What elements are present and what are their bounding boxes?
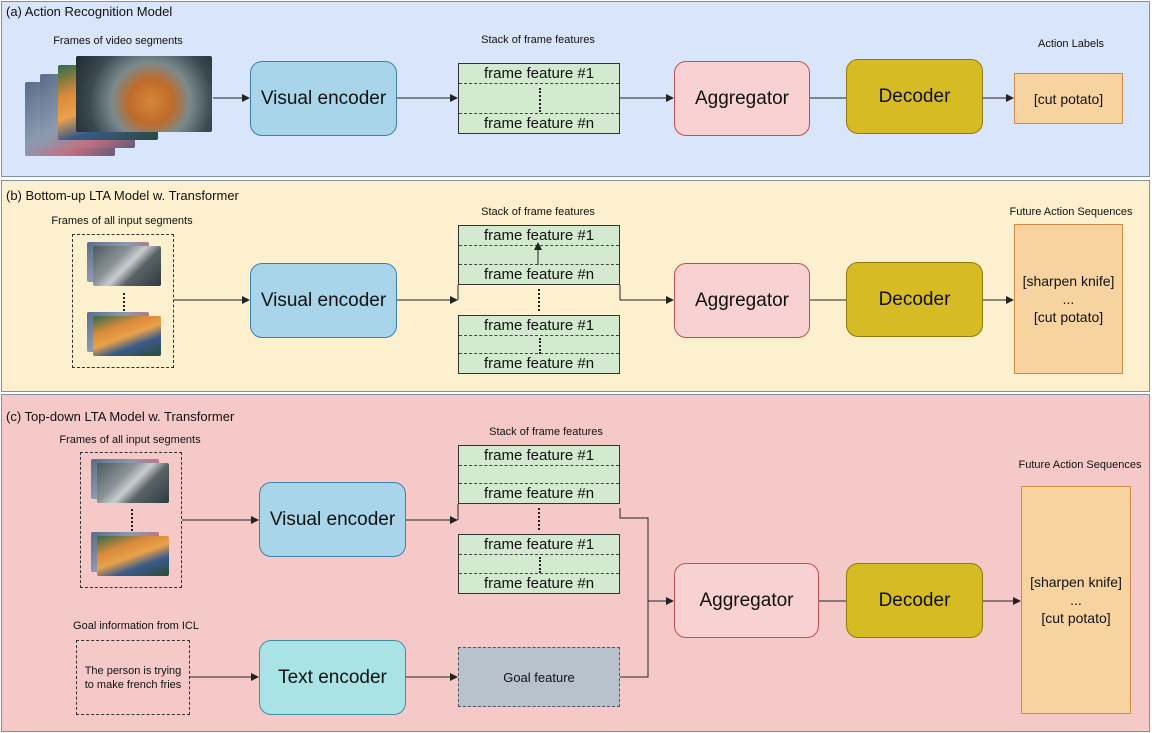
panel-c-visual-encoder: Visual encoder bbox=[259, 482, 406, 557]
ellipsis-dots bbox=[539, 557, 541, 573]
panel-b-decoder: Decoder bbox=[846, 262, 983, 337]
panel-b-frames-caption: Frames of all input segments bbox=[51, 215, 193, 227]
ellipsis-dots bbox=[131, 509, 133, 531]
panel-b-output-caption: Future Action Sequences bbox=[1009, 206, 1133, 218]
frame-feature-last: frame feature #n bbox=[459, 264, 619, 284]
goal-text: The person is trying to make french frie… bbox=[84, 664, 182, 691]
panel-c-text-encoder: Text encoder bbox=[259, 640, 406, 715]
panel-b-input-frames-group bbox=[72, 234, 174, 368]
panel-b-visual-encoder: Visual encoder bbox=[250, 263, 397, 338]
input-frame-image bbox=[93, 246, 161, 286]
future-action-first: [sharpen knife] bbox=[1030, 574, 1122, 590]
panel-c-goal-caption: Goal information from ICL bbox=[73, 620, 199, 632]
arrow-stack-to-aggregator bbox=[619, 285, 674, 304]
panel-a-visual-encoder: Visual encoder bbox=[250, 61, 397, 136]
panel-b-future-actions: [sharpen knife] ... [cut potato] bbox=[1014, 224, 1123, 374]
input-frame-image bbox=[97, 536, 169, 576]
ellipsis-dots bbox=[539, 338, 541, 354]
panel-c-aggregator: Aggregator bbox=[674, 563, 819, 638]
panel-c-feature-stack-2: frame feature #1 frame feature #n bbox=[458, 534, 620, 594]
frame-feature-last: frame feature #n bbox=[459, 353, 619, 373]
frame-feature-first: frame feature #1 bbox=[459, 446, 619, 466]
panel-a-frames-caption: Frames of video segments bbox=[53, 35, 183, 47]
input-frame-image bbox=[97, 463, 169, 503]
future-action-last: [cut potato] bbox=[1041, 610, 1111, 626]
future-action-ellipsis: ... bbox=[1062, 291, 1075, 307]
panel-b-stack-caption: Stack of frame features bbox=[481, 206, 595, 218]
panel-c-feature-stack-1: frame feature #1 frame feature #n bbox=[458, 445, 620, 504]
frame-feature-last: frame feature #n bbox=[459, 573, 619, 593]
future-action-first: [sharpen knife] bbox=[1022, 273, 1115, 289]
future-action-last: [cut potato] bbox=[1033, 309, 1104, 325]
panel-a-aggregator: Aggregator bbox=[674, 61, 810, 136]
goal-text-box: The person is trying to make french frie… bbox=[76, 640, 190, 715]
input-frame-image bbox=[93, 316, 161, 356]
action-label-text: [cut potato] bbox=[1033, 90, 1104, 107]
video-frame-image bbox=[76, 56, 212, 132]
panel-c-title: (c) Top-down LTA Model w. Transformer bbox=[6, 409, 235, 424]
frame-feature-first: frame feature #1 bbox=[459, 535, 619, 555]
panel-b-title: (b) Bottom-up LTA Model w. Transformer bbox=[6, 188, 239, 203]
panel-a-title: (a) Action Recognition Model bbox=[6, 4, 173, 19]
panel-c-output-caption: Future Action Sequences bbox=[1018, 459, 1142, 471]
frame-feature-first: frame feature #1 bbox=[459, 64, 619, 84]
panel-c-future-actions: [sharpen knife] ... [cut potato] bbox=[1021, 486, 1131, 714]
panel-b-aggregator: Aggregator bbox=[674, 263, 810, 338]
panel-b-feature-stack-1: frame feature #1 frame feature #n bbox=[458, 225, 620, 285]
arrow-stack-to-aggregator bbox=[619, 508, 674, 605]
panel-a-output-caption: Action Labels bbox=[1037, 38, 1105, 50]
panel-c-frames-caption: Frames of all input segments bbox=[59, 434, 201, 446]
panel-c-input-frames-group bbox=[80, 452, 182, 588]
ellipsis-dots bbox=[538, 508, 540, 530]
frame-feature-first: frame feature #1 bbox=[459, 316, 619, 336]
panel-a-action-label: [cut potato] bbox=[1014, 73, 1123, 124]
ellipsis-dots bbox=[538, 289, 540, 311]
panel-a-decoder: Decoder bbox=[846, 59, 983, 134]
panel-a-feature-stack: frame feature #1 frame feature #n bbox=[458, 63, 620, 134]
panel-c-decoder: Decoder bbox=[846, 563, 983, 638]
panel-a-stack-caption: Stack of frame features bbox=[481, 34, 595, 46]
ellipsis-dots bbox=[539, 88, 541, 112]
panel-c-stack-caption: Stack of frame features bbox=[489, 426, 603, 438]
ellipsis-dots bbox=[123, 293, 125, 315]
future-action-ellipsis: ... bbox=[1070, 592, 1082, 608]
line-goal-feature-to-aggregator bbox=[620, 601, 649, 678]
frame-feature-last: frame feature #n bbox=[459, 483, 619, 503]
goal-feature-box: Goal feature bbox=[458, 647, 620, 707]
frame-feature-last: frame feature #n bbox=[459, 113, 619, 133]
panel-b-feature-stack-2: frame feature #1 frame feature #n bbox=[458, 315, 620, 374]
